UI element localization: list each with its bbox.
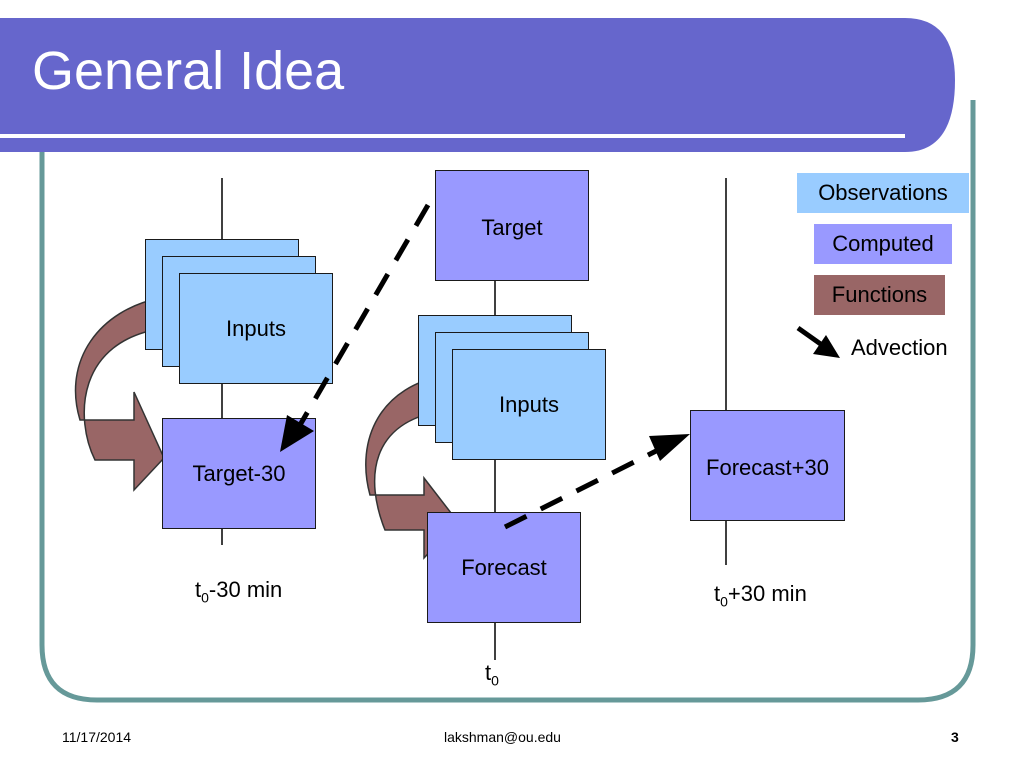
footer-page-number: 3 xyxy=(951,729,959,745)
target-30-label: Target-30 xyxy=(192,460,286,486)
forecast-30-box: Forecast+30 xyxy=(690,410,845,521)
time-right-sub: 0 xyxy=(720,593,728,610)
time-right-base: t xyxy=(714,581,721,606)
time-left-sub: 0 xyxy=(201,589,209,606)
time-label-center: t0 xyxy=(485,660,499,688)
target-box: Target xyxy=(435,170,589,281)
target-label: Target xyxy=(481,215,543,240)
content-border xyxy=(39,100,976,703)
legend-functions-label: Functions xyxy=(831,282,928,307)
time-center-sub: 0 xyxy=(491,672,499,689)
legend-advection-label: Advection xyxy=(851,335,948,360)
inputs-box-center: Inputs xyxy=(452,349,606,460)
inputs-label-center: Inputs xyxy=(499,391,559,417)
footer-email: lakshman@ou.edu xyxy=(444,729,561,745)
time-left-base: t xyxy=(195,577,202,602)
legend-functions: Functions xyxy=(814,275,945,315)
time-label-right: t0+30 min xyxy=(714,581,807,609)
forecast-30-label: Forecast+30 xyxy=(706,455,829,480)
header-band xyxy=(0,18,955,152)
time-label-left: t0-30 min xyxy=(195,577,282,605)
legend-observations-label: Observations xyxy=(818,180,948,205)
time-right-suffix: +30 min xyxy=(727,581,807,606)
legend-observations: Observations xyxy=(797,173,969,213)
footer-date: 11/17/2014 xyxy=(62,729,132,745)
target-30-box: Target-30 xyxy=(162,418,316,529)
inputs-label-left: Inputs xyxy=(226,315,286,341)
forecast-label: Forecast xyxy=(461,554,547,580)
forecast-box: Forecast xyxy=(427,512,581,623)
inputs-box-left: Inputs xyxy=(179,273,333,384)
slide-title: General Idea xyxy=(32,41,345,101)
time-left-suffix: -30 min xyxy=(208,577,283,602)
legend-computed: Computed xyxy=(814,224,952,264)
legend-computed-label: Computed xyxy=(832,231,934,256)
time-center-base: t xyxy=(485,660,492,685)
